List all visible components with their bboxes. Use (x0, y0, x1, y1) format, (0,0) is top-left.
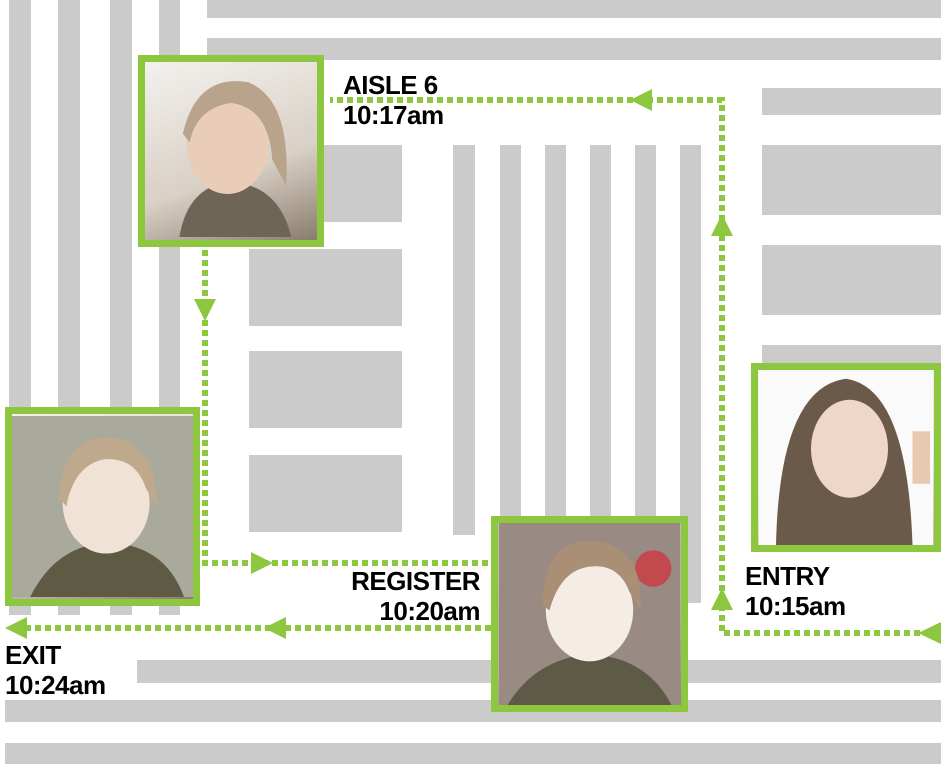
arrow-left-icon (5, 617, 27, 639)
stop-label-register: REGISTER 10:20am (300, 566, 480, 626)
photo-aisle6 (138, 55, 324, 247)
stop-place: REGISTER (351, 566, 480, 596)
photo-register (491, 516, 688, 712)
shelf (545, 145, 566, 603)
stop-label-aisle6: AISLE 6 10:17am (343, 70, 444, 130)
shelf (207, 38, 941, 60)
arrow-left-icon (630, 89, 652, 111)
shelf (5, 700, 941, 722)
shelf (249, 351, 402, 428)
shelf (680, 145, 701, 603)
arrow-right-icon (251, 552, 273, 574)
stop-place: EXIT (5, 640, 61, 670)
face-photo (179, 81, 292, 237)
shelf (500, 145, 521, 603)
photo-exit (5, 407, 200, 606)
face-photo (498, 523, 681, 705)
shelf (762, 88, 941, 115)
shelf (207, 0, 941, 18)
shelf (249, 455, 402, 532)
photo-entry (751, 363, 941, 552)
arrow-down-icon (194, 299, 216, 321)
shelf (453, 145, 475, 535)
stop-time: 10:15am (745, 591, 846, 621)
shelf (249, 249, 402, 326)
arrow-up-icon (711, 214, 733, 236)
shelf (5, 743, 941, 764)
shelf (762, 245, 941, 315)
face-photo (758, 370, 934, 545)
shelf (635, 145, 656, 603)
arrow-up-icon (711, 588, 733, 610)
shelf (590, 145, 611, 603)
stop-place: AISLE 6 (343, 70, 438, 100)
stop-place: ENTRY (745, 561, 830, 591)
stop-time: 10:17am (343, 100, 444, 130)
arrow-left-icon (264, 617, 286, 639)
shelf (762, 145, 941, 215)
path-aisle-to-register (202, 250, 491, 566)
stop-time: 10:24am (5, 670, 106, 700)
stop-time: 10:20am (379, 596, 480, 626)
stop-label-exit: EXIT 10:24am (5, 640, 106, 700)
stop-label-entry: ENTRY 10:15am (745, 561, 846, 621)
face-photo (12, 416, 193, 597)
arrow-left-icon (918, 622, 941, 644)
path-entry-to-aisle (330, 97, 930, 636)
